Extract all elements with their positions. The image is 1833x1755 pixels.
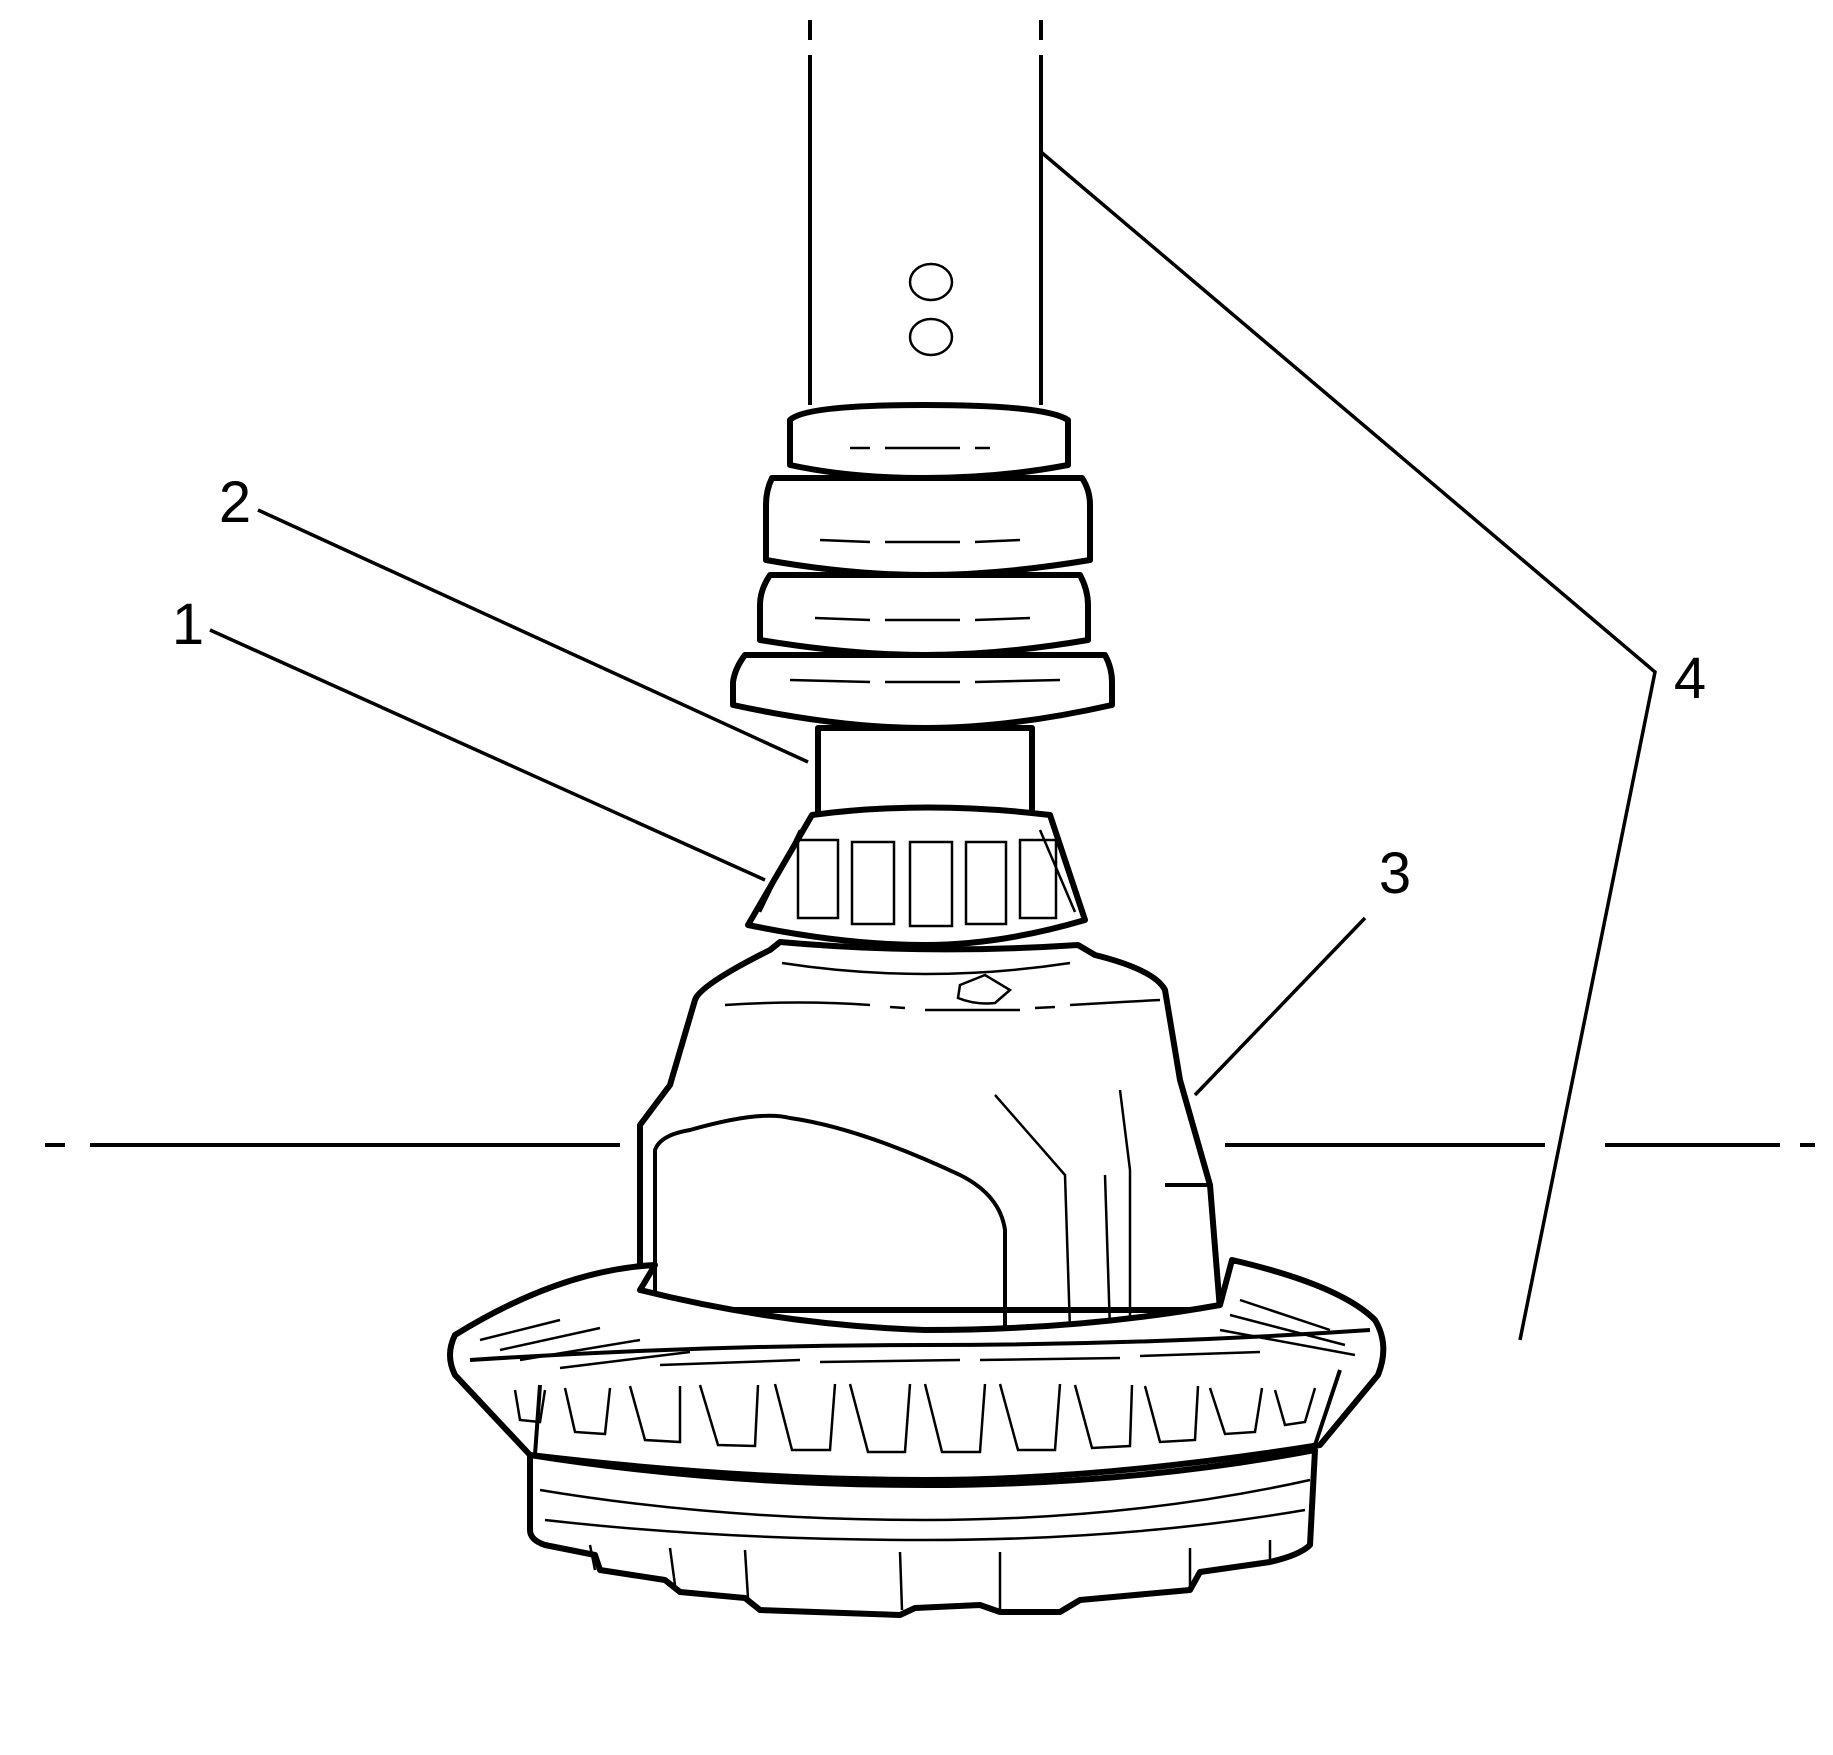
bearing-roller	[1018, 838, 1058, 920]
differential-case	[637, 939, 1223, 1340]
installer-tool-head	[730, 402, 1115, 731]
leader-line-4	[1039, 150, 1657, 1341]
case-marking	[956, 973, 1013, 1005]
callout-4: 4	[1673, 646, 1707, 711]
callout-1: 1	[171, 592, 205, 657]
installer-tool-shaft	[808, 20, 1043, 405]
gear-teeth	[479, 1298, 1356, 1454]
bearing-roller	[908, 840, 954, 928]
leader-line-3	[1193, 916, 1367, 1097]
tapered-roller-bearing	[745, 804, 1088, 948]
callout-2: 2	[218, 470, 252, 535]
bearing-roller	[964, 840, 1008, 926]
ring-gear	[447, 1257, 1387, 1483]
shaft-hole-upper	[908, 262, 954, 302]
bearing-roller	[850, 840, 896, 926]
shaft-hole-lower	[908, 317, 954, 357]
case-flange	[527, 1447, 1318, 1618]
bearing-roller	[796, 838, 840, 920]
leader-line-1	[209, 628, 766, 882]
leader-line-2	[257, 508, 809, 764]
callout-3: 3	[1378, 841, 1412, 906]
